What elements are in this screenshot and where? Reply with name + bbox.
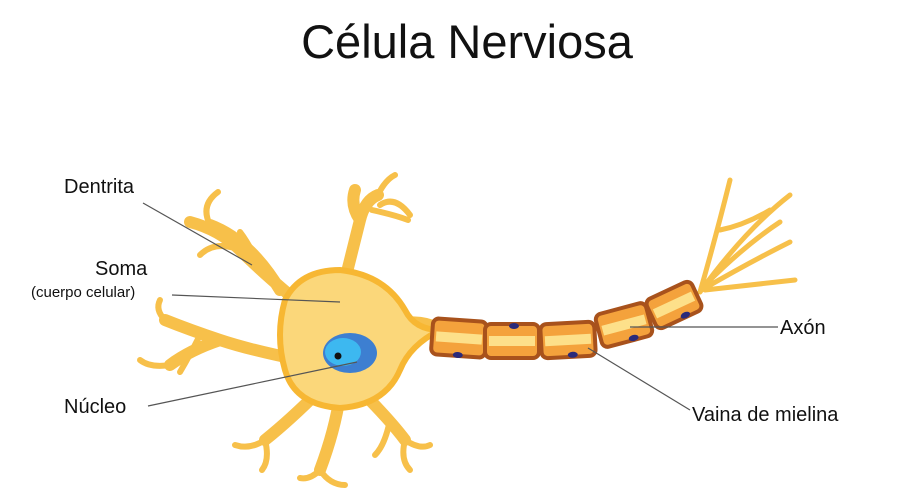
myelin-sheath: [429, 279, 704, 361]
label-soma-subtitle: (cuerpo celular): [31, 284, 136, 301]
label-nucleus: Núcleo: [64, 396, 127, 418]
label-myelin-sheath: Vaina de mielina: [692, 404, 839, 426]
diagram-title: Célula Nerviosa: [301, 15, 633, 68]
nucleus: [323, 333, 377, 373]
label-soma: Soma: [95, 258, 148, 280]
leader-lines: [142, 202, 778, 411]
dendrites: [137, 172, 798, 488]
label-axon: Axón: [780, 317, 826, 339]
label-dendrite: Dentrita: [64, 176, 135, 198]
